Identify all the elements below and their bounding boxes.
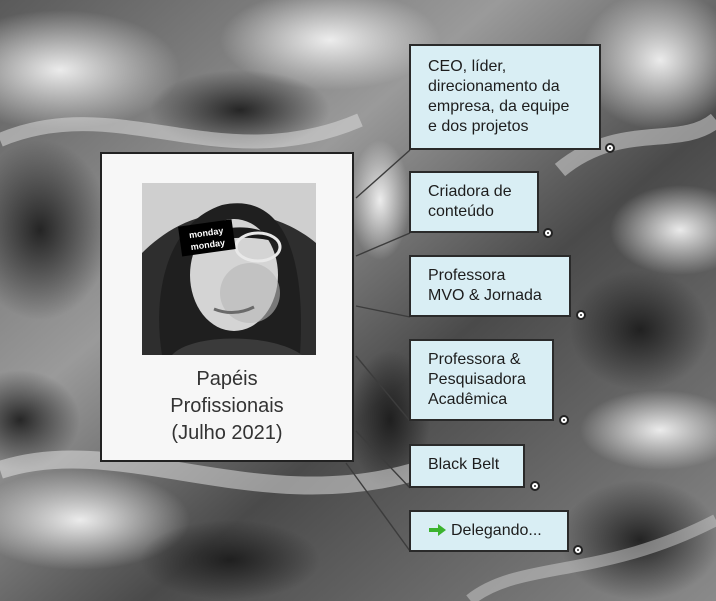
topic-node-delegating[interactable]: Delegando... <box>409 510 569 552</box>
central-title-line-2: Profissionais <box>170 395 284 417</box>
collapse-toggle-4[interactable] <box>559 415 569 425</box>
central-topic[interactable]: monday monday Papéis Profissionais (Julh… <box>100 152 354 462</box>
node-2-line-1: Criadora de <box>428 183 512 200</box>
topic-node-ceo[interactable]: CEO, líder, direcionamento da empresa, d… <box>409 44 601 150</box>
collapse-toggle-5[interactable] <box>530 481 540 491</box>
sticker-text-1: monday <box>188 226 224 241</box>
node-1-line-2: direcionamento da <box>428 78 560 95</box>
node-1-line-1: CEO, líder, <box>428 58 507 75</box>
topic-node-professor-researcher[interactable]: Professora & Pesquisadora Acadêmica <box>409 339 554 421</box>
node-2-line-2: conteúdo <box>428 203 494 220</box>
node-4-line-2: Pesquisadora <box>428 371 526 388</box>
node-6-line-1: Delegando... <box>451 522 542 539</box>
collapse-toggle-3[interactable] <box>576 310 586 320</box>
sticker-text-2: monday <box>190 237 226 252</box>
node-4-line-3: Acadêmica <box>428 391 508 408</box>
node-3-line-1: Professora <box>428 267 506 284</box>
collapse-toggle-1[interactable] <box>605 143 615 153</box>
central-title-line-1: Papéis <box>196 368 258 390</box>
node-1-line-3: empresa, da equipe <box>428 98 570 115</box>
topic-node-content-creator[interactable]: Criadora de conteúdo <box>409 171 539 233</box>
node-4-line-1: Professora & <box>428 351 521 368</box>
node-5-line-1: Black Belt <box>428 456 500 473</box>
topic-node-black-belt[interactable]: Black Belt <box>409 444 525 488</box>
central-title-line-3: (Julho 2021) <box>171 422 283 444</box>
collapse-toggle-6[interactable] <box>573 545 583 555</box>
node-3-line-2: MVO & Jornada <box>428 287 542 304</box>
topic-node-professor-mvo[interactable]: Professora MVO & Jornada <box>409 255 571 317</box>
node-1-line-4: e dos projetos <box>428 118 529 135</box>
profile-photo: monday monday <box>142 183 316 355</box>
central-topic-title: Papéis Profissionais (Julho 2021) <box>102 366 352 447</box>
collapse-toggle-2[interactable] <box>543 228 553 238</box>
green-arrow-icon <box>429 524 446 536</box>
